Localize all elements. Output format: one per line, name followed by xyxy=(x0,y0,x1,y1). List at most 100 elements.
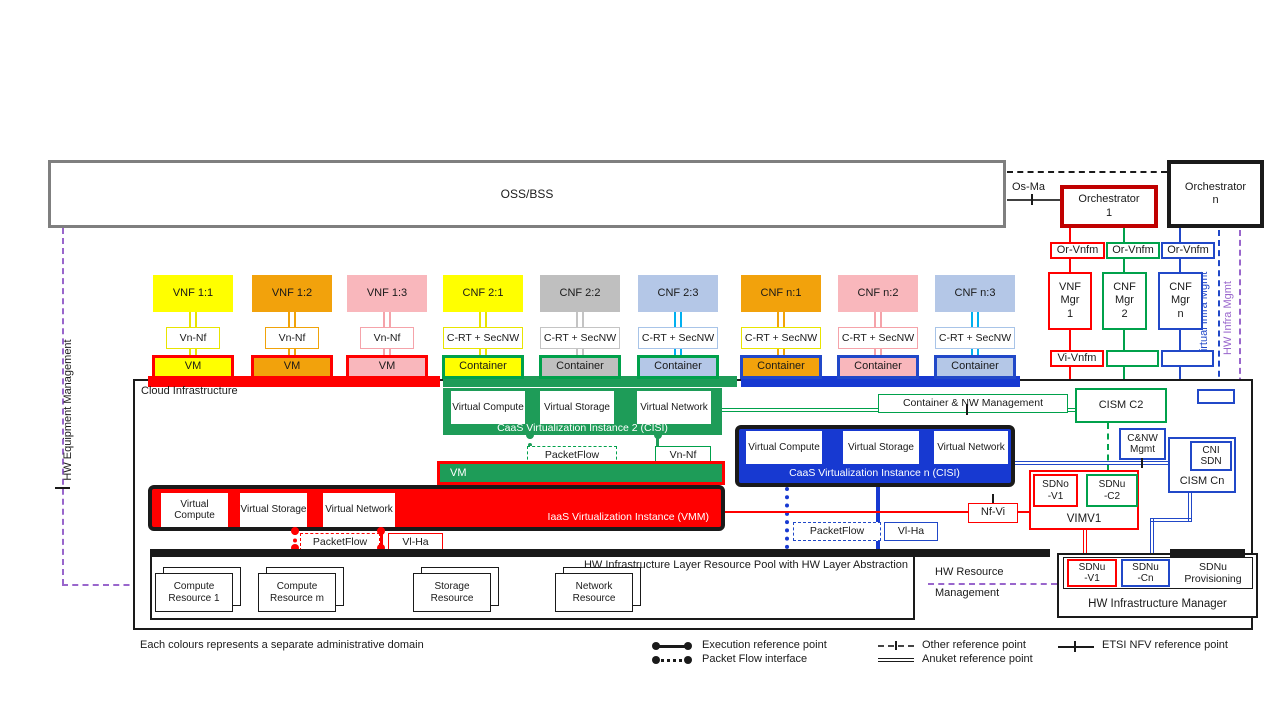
nf-ref-label: C-RT + SecNW xyxy=(744,331,818,344)
caasn-title: CaaS Virtualization Instance n (CISI) xyxy=(789,466,960,479)
sdnu-cn-box: SDNu -Cn xyxy=(1121,559,1170,587)
resource-box: Network Resource xyxy=(555,573,633,612)
component-label: Virtual Compute xyxy=(174,498,215,522)
component-label: Virtual Network xyxy=(937,441,1005,453)
vnf-mgr-1-line: Mgr xyxy=(1060,294,1080,307)
component-label: Virtual Storage xyxy=(848,441,914,453)
hw-mgr-inner-box xyxy=(1063,557,1253,589)
iaas-virtual-network: Virtual Network xyxy=(323,493,395,527)
nf-label: VNF 1:1 xyxy=(172,286,214,299)
resource-label: Compute Resource 1 xyxy=(168,581,220,604)
sdnu-provisioning-bar xyxy=(1170,549,1245,557)
orchestrator-n-box: Orchestrator n xyxy=(1167,160,1264,228)
sdnu-c2-line: -C2 xyxy=(1103,490,1121,502)
legend-anuket-label: Anuket reference point xyxy=(922,653,1033,665)
legend-dot xyxy=(652,642,660,650)
hw-infra-mgmt-label: HW Infra Mgmt xyxy=(1222,281,1234,355)
anuket-blue-tick xyxy=(1141,458,1143,468)
sdnu-prov-line: Provisioning xyxy=(1184,573,1242,585)
nf-label: CNF n:1 xyxy=(760,286,802,299)
nf-runtime-box: Container xyxy=(637,355,719,379)
cnf-mgr-n-box: CNF Mgr n xyxy=(1158,272,1203,330)
caasn-virtual-storage: Virtual Storage xyxy=(843,431,919,464)
caas2-host-vm-bar: VM xyxy=(437,461,725,485)
os-ma-tick xyxy=(1031,194,1033,205)
nf-runtime-label: VM xyxy=(283,360,301,373)
legend-other-tick xyxy=(895,641,897,650)
nf-box: CNF n:1 xyxy=(741,275,821,312)
nf-box: CNF n:3 xyxy=(935,275,1015,312)
resource-box: Compute Resource 1 xyxy=(155,573,233,612)
anuket-green-tick xyxy=(966,404,968,415)
sdnu-v1-line: SDNu xyxy=(1078,561,1106,573)
nf-runtime-box: Container xyxy=(837,355,919,379)
cismcn-sdnu-line-v2 xyxy=(1150,518,1154,553)
packetflow-label: PacketFlow xyxy=(809,525,865,538)
vnf-mgr-1-line: VNF xyxy=(1059,281,1081,294)
cnf-mgr-2-line: CNF xyxy=(1113,281,1136,294)
nf-ref-box: Vn-Nf xyxy=(360,327,414,349)
cnw-mgmt-line: Mgmt xyxy=(1130,444,1155,455)
cism-cn-box: CNI SDN CISM Cn xyxy=(1168,437,1236,493)
nf-ref-label: Vn-Nf xyxy=(373,331,401,344)
nf-ref-label: Vn-Nf xyxy=(278,331,306,344)
nf-runtime-box: Container xyxy=(539,355,621,379)
nf-label: VNF 1:3 xyxy=(366,286,408,299)
sdnu-cn-line: -Cn xyxy=(1137,573,1154,584)
resource-box: Compute Resource m xyxy=(258,573,336,612)
or-vnfm-label: Or-Vnfm xyxy=(1112,243,1154,256)
sdnu-v1-line: -V1 xyxy=(1084,573,1100,584)
nf-ref-box: C-RT + SecNW xyxy=(540,327,620,349)
iaas-virtual-compute: Virtual Compute xyxy=(161,493,228,527)
exec-dot xyxy=(526,472,534,480)
cnw-mgmt-box: C&NW Mgmt xyxy=(1119,428,1166,460)
component-label: Virtual Storage xyxy=(544,401,610,413)
or-vnfm-box-red: Or-Vnfm xyxy=(1050,242,1105,259)
component-label: Virtual Storage xyxy=(240,504,307,516)
caas2-virtual-network: Virtual Network xyxy=(637,391,711,424)
nf-box: CNF n:2 xyxy=(838,275,918,312)
nf-ref-label: C-RT + SecNW xyxy=(446,331,520,344)
legend-etsi-tick xyxy=(1074,641,1076,652)
vm-bar-label: VM xyxy=(450,467,467,479)
hw-resource-pool-title: HW Infrastructure Layer Resource Pool wi… xyxy=(583,559,908,571)
nf-label: CNF 2:3 xyxy=(657,286,699,299)
nf-runtime-label: Container xyxy=(654,360,702,373)
exec-dot xyxy=(291,544,299,552)
nf-vi-box: Nf-Vi xyxy=(968,503,1018,523)
or-vnfm-label: Or-Vnfm xyxy=(1167,243,1209,256)
packetflow-label: PacketFlow xyxy=(312,535,368,548)
legend-dot xyxy=(684,656,692,664)
nf-label: CNF 2:2 xyxy=(559,286,601,299)
ref-box-blue-empty xyxy=(1161,350,1214,367)
vnf-mgr-1-line: 1 xyxy=(1066,307,1074,320)
iaas-bar-red xyxy=(148,376,440,387)
legend-dot xyxy=(684,642,692,650)
legend-execution-symbol xyxy=(656,645,688,648)
nf-ref-box: C-RT + SecNW xyxy=(741,327,821,349)
caas2-virtual-compute: Virtual Compute xyxy=(451,391,525,424)
caas2-virtual-storage: Virtual Storage xyxy=(540,391,614,424)
packetflow-blue-box: PacketFlow xyxy=(793,522,881,541)
caasn-box: Virtual Compute Virtual Storage Virtual … xyxy=(735,425,1015,487)
hw-infrastructure-manager-box: SDNu -V1 SDNu -Cn SDNu Provisioning HW I… xyxy=(1057,553,1258,618)
cnf-mgr-n-line: n xyxy=(1177,307,1184,320)
sdnu-provisioning-label: SDNu Provisioning xyxy=(1172,559,1254,587)
sdno-v1-line: SDNo xyxy=(1042,479,1069,490)
nf-label: CNF n:2 xyxy=(857,286,899,299)
caas2-bar-green xyxy=(443,376,737,387)
nf-runtime-box: Container xyxy=(442,355,524,379)
cism-c2-sdnu-dashed-line xyxy=(1107,423,1109,471)
caas2-title: CaaS Virtualization Instance 2 (CISI) xyxy=(497,421,668,434)
nf-ref-box: Vn-Nf xyxy=(166,327,220,349)
sdnu-v1-box: SDNu -V1 xyxy=(1067,559,1117,587)
cni-sdn-box: CNI SDN xyxy=(1190,441,1232,471)
sdno-v1-box: SDNo -V1 xyxy=(1033,474,1078,507)
caasn-virtual-network: Virtual Network xyxy=(934,431,1008,464)
vl-ha-label: Vl-Ha xyxy=(897,525,925,538)
cloud-infrastructure-label: Cloud Infrastructure xyxy=(141,385,238,397)
vi-vnfm-box: Vi-Vnfm xyxy=(1050,350,1104,367)
container-nw-mgmt-label: Container & NW Management xyxy=(902,397,1044,410)
virtual-infra-ref-box-empty xyxy=(1197,389,1235,404)
cism-c2-box: CISM C2 xyxy=(1075,388,1167,423)
